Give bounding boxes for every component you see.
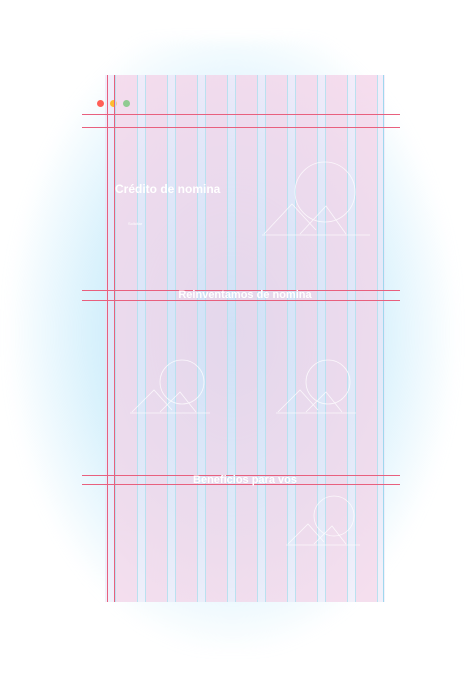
grid-column bbox=[175, 75, 198, 602]
margin-guide-left bbox=[107, 75, 108, 602]
section-title: Reinventamos de nomina bbox=[178, 289, 312, 301]
image-placeholder-icon bbox=[286, 494, 360, 546]
margin-guide-inner bbox=[114, 75, 115, 602]
header-guide-bottom bbox=[82, 127, 400, 128]
grid-column bbox=[325, 75, 348, 602]
grid-column bbox=[115, 75, 138, 602]
gutter-guide bbox=[383, 75, 384, 602]
section-guide-bottom bbox=[82, 300, 400, 301]
header-guide-top bbox=[82, 114, 400, 115]
minimize-dot[interactable] bbox=[110, 100, 117, 107]
section-title: Beneficios para vos bbox=[193, 474, 297, 486]
image-placeholder-icon bbox=[262, 160, 372, 238]
grid-column bbox=[235, 75, 258, 602]
grid-column bbox=[145, 75, 168, 602]
grid-column bbox=[265, 75, 288, 602]
grid-column bbox=[205, 75, 228, 602]
section-guide-bottom bbox=[82, 484, 400, 485]
hero-title: Crédito de nomina bbox=[115, 182, 221, 196]
hero-button[interactable]: Solicitar bbox=[128, 221, 143, 226]
section-guide-top bbox=[82, 475, 400, 476]
section-guide-top bbox=[82, 290, 400, 291]
grid-column bbox=[295, 75, 318, 602]
image-placeholder-icon bbox=[130, 358, 210, 414]
grid-column bbox=[355, 75, 378, 602]
close-dot[interactable] bbox=[97, 100, 104, 107]
image-placeholder-icon bbox=[276, 358, 356, 414]
